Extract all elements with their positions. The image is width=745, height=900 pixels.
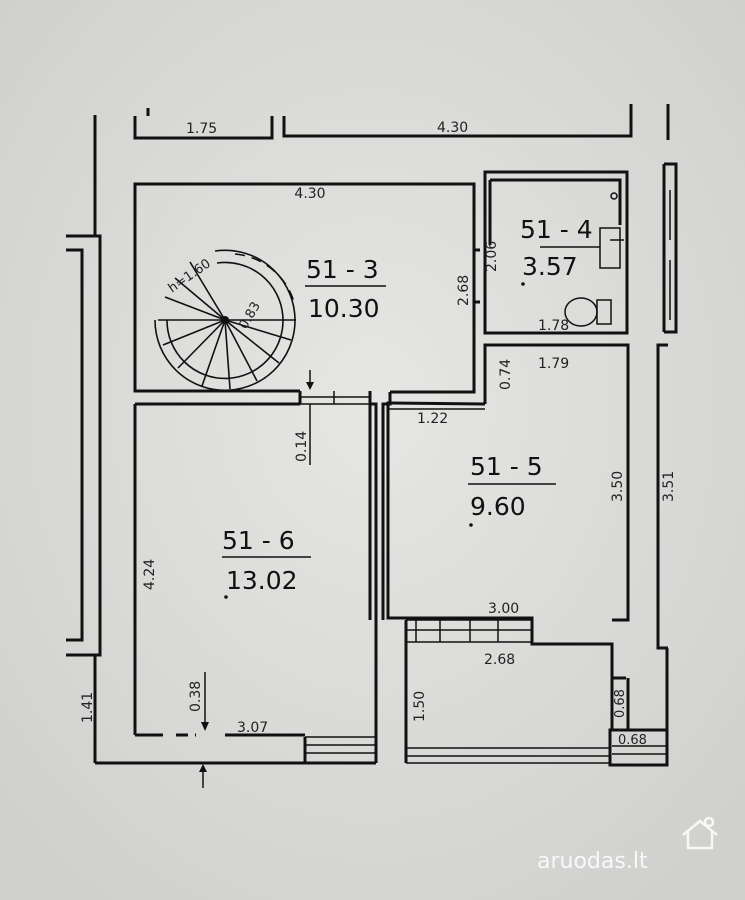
room-51-5-marker	[469, 523, 473, 527]
room-51-6-number: 51 - 6	[222, 526, 295, 555]
dim-top-right-width: 4.30	[437, 120, 468, 136]
room-51-4-walls	[483, 170, 629, 335]
room-51-3-area: 10.30	[308, 294, 380, 323]
dim-room3-side: 2.68	[456, 275, 472, 306]
right-outer-walls	[656, 162, 678, 650]
dim-stair-depth: 1.50	[412, 691, 428, 722]
room-51-6-marker	[224, 595, 228, 599]
watermark: aruodas.lt	[537, 816, 718, 874]
room-51-6-area: 13.02	[226, 566, 298, 595]
dim-corridor-width: 2.68	[484, 652, 515, 668]
dim-room4-bottom: 1.78	[538, 318, 569, 334]
room-51-4-marker	[521, 282, 525, 286]
room-51-4-area: 3.57	[522, 252, 578, 281]
dim-pillar-height: 0.68	[613, 689, 628, 718]
corridor-stairs	[404, 619, 610, 764]
room-51-4-fixtures	[540, 192, 624, 327]
dim-top-left-width: 1.75	[186, 121, 217, 137]
dim-room6-offset: 0.38	[188, 681, 204, 712]
dim-room5-top: 1.79	[538, 356, 569, 372]
dim-left-offset: 1.41	[80, 692, 96, 723]
dim-room5-bottom: 3.00	[488, 601, 519, 617]
dim-room6-bottom: 3.07	[237, 720, 268, 736]
room-51-6-walls	[133, 402, 372, 737]
dim-door-gap: 1.22	[417, 411, 448, 427]
dim-room3-width: 4.30	[294, 186, 325, 202]
top-dimension-lines	[133, 104, 670, 140]
dim-room4-side: 2.06	[484, 241, 500, 272]
spiral-staircase	[154, 249, 296, 392]
room-51-6-offset-mark	[199, 672, 209, 788]
room-51-5-number: 51 - 5	[470, 452, 543, 481]
room-51-3-number: 51 - 3	[306, 255, 379, 284]
room-51-5-walls	[386, 343, 630, 680]
room-51-3-walls	[133, 182, 480, 394]
watermark-text: aruodas.lt	[537, 849, 648, 874]
dim-room6-height: 4.24	[142, 559, 158, 590]
dim-pillar-width: 0.68	[618, 733, 647, 748]
dim-room5-corner: 0.74	[498, 359, 514, 390]
dim-outer-height: 3.51	[661, 471, 677, 502]
dim-room5-height: 3.50	[610, 471, 626, 502]
passage-51-3-51-6	[298, 370, 392, 763]
house-icon	[682, 816, 718, 850]
bottom-stairs	[305, 736, 376, 765]
dim-passage-gap: 0.14	[294, 431, 310, 462]
pillar	[608, 648, 669, 767]
room-51-5-area: 9.60	[470, 492, 526, 521]
stair-center-post	[221, 316, 229, 324]
room-51-4-number: 51 - 4	[520, 215, 593, 244]
